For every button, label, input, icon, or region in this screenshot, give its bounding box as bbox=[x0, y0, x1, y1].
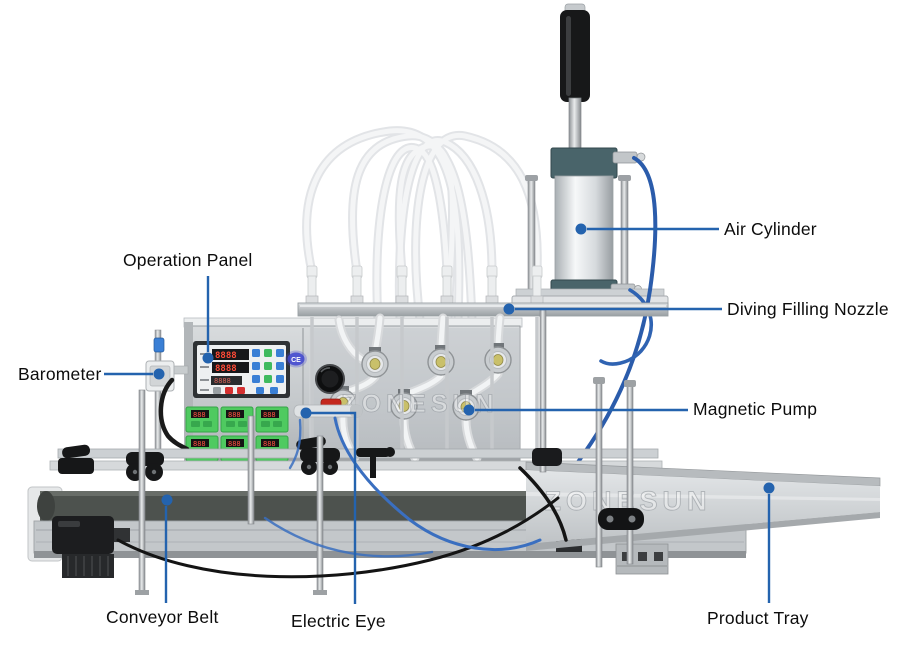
callout-product-tray bbox=[763, 482, 775, 603]
conveyor-leg-extrusion bbox=[615, 543, 669, 575]
ce-mark: CE bbox=[285, 350, 307, 368]
regulator-knob bbox=[315, 364, 345, 394]
label-magnetic-pump: Magnetic Pump bbox=[693, 399, 818, 419]
callout-magnetic-pump bbox=[463, 404, 688, 416]
panel-display-1: 8888 bbox=[215, 351, 237, 361]
timer-module: 888 bbox=[220, 406, 254, 433]
label-air-cylinder: Air Cylinder bbox=[724, 219, 817, 239]
barometer-illustration bbox=[145, 329, 190, 461]
panel-display-3: 8888 bbox=[214, 377, 231, 385]
label-barometer: Barometer bbox=[18, 364, 102, 384]
watermark-machine: ZONESUN bbox=[341, 390, 498, 418]
air-cylinder-illustration bbox=[511, 3, 669, 311]
svg-text:888: 888 bbox=[263, 440, 276, 448]
support-rods bbox=[135, 309, 644, 595]
callout-electric-eye bbox=[300, 407, 357, 604]
cylinder-handle bbox=[560, 10, 590, 102]
nozzle-bar bbox=[297, 265, 669, 317]
callout-diving-filling-nozzle bbox=[503, 303, 722, 315]
callout-conveyor-belt bbox=[161, 494, 173, 603]
clamp-screws bbox=[132, 464, 333, 475]
panel-display-2: 8888 bbox=[215, 364, 237, 374]
label-diving-filling-nozzle: Diving Filling Nozzle bbox=[727, 299, 889, 319]
watermark-tray: ZONESUN bbox=[544, 486, 711, 516]
panel-buttons bbox=[213, 349, 284, 394]
callout-air-cylinder bbox=[575, 223, 719, 235]
timer-module: 888 bbox=[185, 406, 219, 433]
air-hose bbox=[158, 377, 190, 452]
feed-tube-arches bbox=[302, 126, 542, 325]
right-rod-clamp bbox=[598, 508, 644, 530]
timer-module: 888 bbox=[255, 406, 289, 433]
label-operation-panel: Operation Panel bbox=[123, 250, 253, 270]
svg-text:888: 888 bbox=[228, 411, 241, 419]
svg-text:888: 888 bbox=[228, 440, 241, 448]
operation-panel-illustration: 8888 8888 8888 bbox=[193, 341, 290, 398]
conveyor-motor bbox=[52, 516, 130, 578]
label-electric-eye: Electric Eye bbox=[291, 611, 386, 631]
svg-text:888: 888 bbox=[193, 440, 206, 448]
svg-text:888: 888 bbox=[193, 411, 206, 419]
nozzle-fittings bbox=[305, 265, 544, 306]
cables bbox=[116, 416, 568, 579]
label-conveyor-belt: Conveyor Belt bbox=[106, 607, 219, 627]
diving-nozzle-tubes bbox=[310, 317, 539, 452]
callout-barometer bbox=[104, 368, 165, 380]
svg-text:888: 888 bbox=[263, 411, 276, 419]
callouts bbox=[104, 223, 775, 604]
svg-text:CE: CE bbox=[291, 357, 301, 364]
callout-operation-panel bbox=[202, 276, 214, 364]
label-product-tray: Product Tray bbox=[707, 608, 809, 628]
